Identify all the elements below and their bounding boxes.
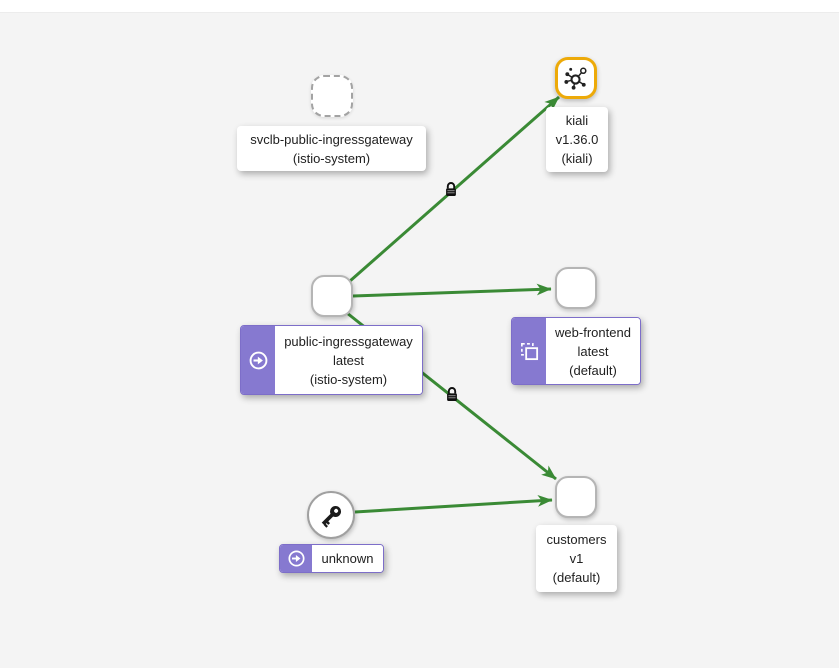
lock-icon xyxy=(446,182,456,196)
node-label-line: web-frontend xyxy=(555,324,631,340)
badge-column xyxy=(280,545,312,572)
node-label-public-ingressgateway[interactable]: public-ingressgateway latest (istio-syst… xyxy=(240,325,423,395)
top-bar xyxy=(0,0,839,13)
node-svclb-public-ingressgateway[interactable] xyxy=(311,75,353,117)
node-label-kiali[interactable]: kiali v1.36.0 (kiali) xyxy=(546,107,608,172)
node-label-line: public-ingressgateway xyxy=(284,333,413,349)
node-label-line: unknown xyxy=(321,551,374,566)
badge-column xyxy=(512,318,546,384)
node-unknown[interactable] xyxy=(307,491,355,539)
node-label-line: (kiali) xyxy=(561,151,593,166)
node-kiali[interactable] xyxy=(555,57,597,99)
lock-icon xyxy=(447,387,457,401)
node-label-line: svclb-public-ingressgateway xyxy=(250,131,413,147)
mesh-graph-icon xyxy=(562,64,591,93)
arrow-circle-right-icon xyxy=(248,350,269,371)
node-customers[interactable] xyxy=(555,476,597,518)
arrow-circle-right-icon xyxy=(287,549,306,568)
key-icon xyxy=(318,502,345,529)
edge-unknown-to-customers[interactable] xyxy=(354,494,553,514)
node-label-line: kiali xyxy=(565,113,589,128)
graph-canvas[interactable]: svclb-public-ingressgateway (istio-syste… xyxy=(0,13,839,668)
node-label-line: v1 xyxy=(569,551,584,566)
node-label-line: customers xyxy=(546,532,607,547)
label-text-column: public-ingressgateway latest (istio-syst… xyxy=(275,326,422,394)
badge-column xyxy=(241,326,275,394)
clone-icon xyxy=(519,341,540,362)
edge-public-ingressgateway-to-web-frontend[interactable] xyxy=(352,283,552,298)
node-label-line: (istio-system) xyxy=(309,371,388,387)
node-label-unknown[interactable]: unknown xyxy=(279,544,384,573)
node-label-web-frontend[interactable]: web-frontend latest (default) xyxy=(511,317,641,385)
label-text-column: unknown xyxy=(312,545,383,572)
node-label-line: latest xyxy=(332,352,365,368)
node-label-line: latest xyxy=(577,343,609,359)
node-label-line: (default) xyxy=(569,362,617,378)
node-label-line: (default) xyxy=(552,570,601,585)
node-label-customers[interactable]: customers v1 (default) xyxy=(536,525,617,592)
node-label-line: v1.36.0 xyxy=(555,132,599,147)
node-public-ingressgateway[interactable] xyxy=(311,275,353,317)
node-web-frontend[interactable] xyxy=(555,267,597,309)
node-label-svclb-public-ingressgateway[interactable]: svclb-public-ingressgateway (istio-syste… xyxy=(237,126,426,171)
label-text-column: web-frontend latest (default) xyxy=(546,318,640,384)
node-label-line: (istio-system) xyxy=(292,150,371,166)
